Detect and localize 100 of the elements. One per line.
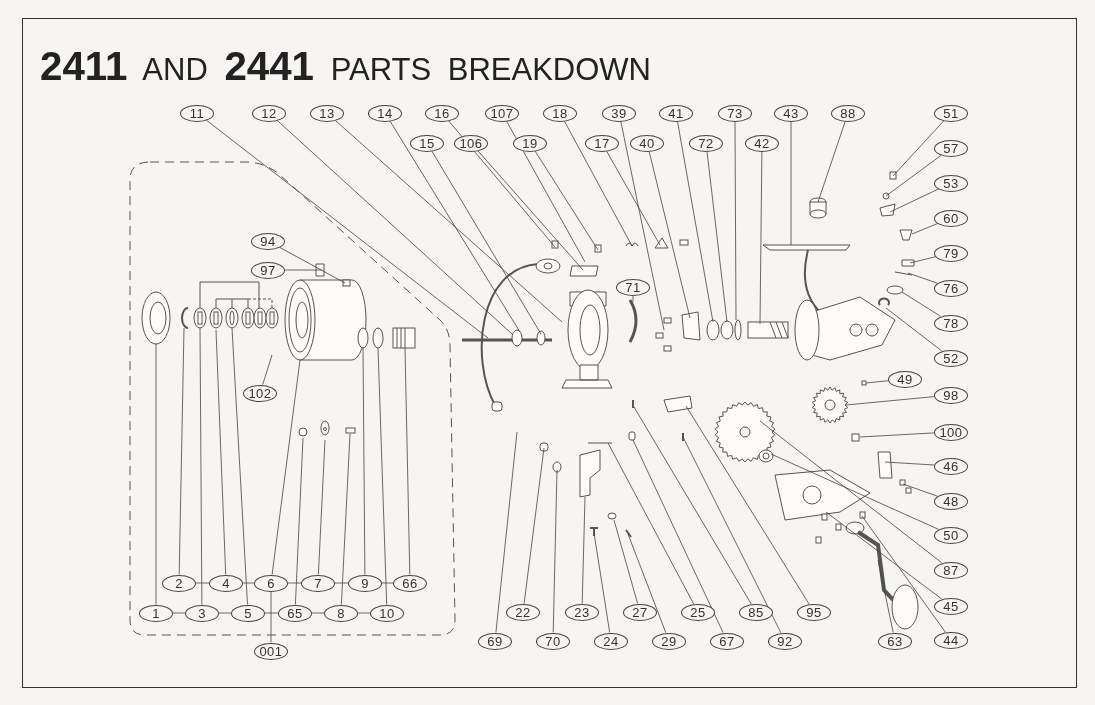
connector-line [334, 582, 349, 584]
callout-number: 6 [254, 574, 288, 592]
leader-line [817, 121, 846, 203]
callout-number: 17 [585, 134, 619, 152]
leader-line [341, 433, 351, 605]
callout-number: 76 [934, 279, 968, 297]
leader-line [178, 327, 185, 575]
leader-line [759, 420, 943, 564]
diagram-title: 2411 AND 2441 PARTS BREAKDOWN [40, 44, 651, 90]
callout-number: 94 [251, 232, 285, 250]
callout-number: 40 [630, 134, 664, 152]
callout-number: 65 [278, 604, 312, 622]
leader-line [620, 121, 665, 331]
leader-line [495, 431, 518, 633]
leader-line [877, 559, 894, 633]
callout-number: 44 [934, 631, 968, 649]
callout-number: 7 [301, 574, 335, 592]
leader-line [564, 120, 633, 247]
callout-number: 88 [831, 104, 865, 122]
dashed-group-outline [130, 162, 455, 635]
leader-line [271, 359, 301, 575]
callout-number: 14 [368, 104, 402, 122]
callout-number: 87 [934, 561, 968, 579]
callout-number: 70 [536, 632, 570, 650]
callout-number: 8 [324, 604, 358, 622]
callout-number: 5 [231, 604, 265, 622]
leader-line [552, 469, 558, 633]
callout-number: 43 [774, 104, 808, 122]
leader-line [790, 121, 792, 246]
leader-line [606, 150, 661, 246]
callout-number: 106 [454, 134, 488, 152]
leader-line [581, 496, 586, 604]
callout-number: 51 [934, 104, 968, 122]
leader-line [770, 453, 939, 530]
callout-number: 4 [209, 574, 243, 592]
connector-line [357, 612, 371, 614]
leader-line [231, 327, 248, 605]
callout-number: 71 [616, 278, 650, 296]
callout-number: 1 [139, 604, 173, 622]
leader-line [759, 151, 763, 325]
callout-number: 102 [243, 384, 277, 402]
leader-line [861, 515, 946, 633]
connector-line [287, 582, 302, 584]
leader-line [276, 120, 513, 335]
leader-line [865, 380, 889, 384]
callout-number: 57 [934, 139, 968, 157]
callout-number: 001 [254, 642, 288, 660]
leader-line [648, 151, 691, 319]
leader-line [627, 533, 667, 634]
leader-line [613, 519, 638, 604]
callout-number: 107 [485, 104, 519, 122]
leader-line [448, 120, 556, 248]
leader-line [593, 532, 611, 633]
connector-line [218, 612, 232, 614]
leader-line [362, 347, 366, 575]
leader-line [318, 439, 326, 575]
callout-number: 50 [934, 526, 968, 544]
callout-number: 27 [623, 603, 657, 621]
callout-number: 29 [652, 632, 686, 650]
connector-line [242, 582, 255, 584]
leader-line [377, 347, 388, 605]
leader-line [884, 461, 935, 466]
leader-line [262, 354, 273, 385]
leader-line [477, 150, 584, 271]
callout-number: 63 [878, 632, 912, 650]
callout-number: 73 [718, 104, 752, 122]
callout-number: 48 [934, 492, 968, 510]
leader-line [284, 269, 323, 271]
leader-line [706, 151, 728, 323]
callout-number: 18 [543, 104, 577, 122]
leader-line [682, 436, 782, 634]
leader-line [295, 437, 304, 605]
callout-number: 19 [513, 134, 547, 152]
leader-line [632, 439, 724, 634]
leader-line [901, 291, 941, 317]
callout-number: 46 [934, 457, 968, 475]
leader-line [892, 120, 945, 177]
callout-number: 15 [410, 134, 444, 152]
callout-number: 53 [934, 174, 968, 192]
leader-line [685, 405, 810, 605]
callout-number: 23 [565, 603, 599, 621]
leader-line [506, 120, 586, 263]
callout-number: 22 [506, 603, 540, 621]
leader-line [334, 120, 563, 323]
callout-number: 79 [934, 244, 968, 262]
leader-line [633, 406, 752, 605]
callout-number: 2 [162, 574, 196, 592]
callout-number: 69 [478, 632, 512, 650]
callout-number: 12 [252, 104, 286, 122]
leader-line [155, 343, 157, 605]
leader-line [845, 396, 935, 406]
callout-number: 100 [934, 423, 968, 441]
callout-number: 3 [185, 604, 219, 622]
connector-line [311, 612, 325, 614]
callout-number: 98 [934, 386, 968, 404]
callout-number: 39 [602, 104, 636, 122]
leader-line [907, 272, 938, 284]
leader-line [632, 295, 634, 303]
leader-line [607, 442, 694, 605]
leader-line [885, 307, 943, 352]
